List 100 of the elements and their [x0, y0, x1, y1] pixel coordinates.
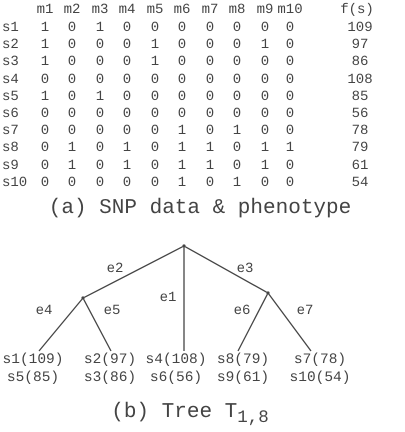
column-header: m4 [118, 2, 136, 18]
table-cell: 0 [206, 20, 214, 36]
table-cell: 0 [178, 106, 186, 122]
table-cell: 0 [286, 174, 294, 191]
edge-label: e3 [236, 261, 254, 277]
table-cell: 0 [286, 158, 294, 174]
row-label: s7 [2, 123, 19, 140]
table-cell: 0 [232, 20, 242, 36]
table-cell: 0 [206, 54, 214, 70]
table-cell: 0 [150, 72, 160, 88]
leaf-label: s10(54) [290, 369, 350, 387]
table-cell: 97 [352, 37, 368, 54]
tree-branch [237, 294, 268, 352]
table-cell: 0 [96, 106, 104, 122]
edge-label: e2 [106, 261, 124, 277]
column-header: f(s) [340, 2, 374, 18]
table-cell: 0 [232, 54, 242, 70]
table-cell: 1 [232, 123, 242, 140]
table-cell: 0 [68, 123, 76, 140]
column-header: m3 [92, 2, 108, 18]
table-cell: 1 [40, 37, 50, 54]
column-header: m1 [36, 2, 54, 18]
table-cell: 0 [122, 174, 132, 191]
table-cell: 108 [347, 72, 373, 88]
table-cell: 0 [178, 20, 186, 36]
table-cell: 0 [68, 20, 76, 36]
table-cell: 0 [40, 158, 50, 174]
leaf-label: s6(56) [150, 369, 202, 387]
table-cell: 1 [68, 140, 76, 156]
table-cell: 0 [40, 174, 50, 191]
table-cell: 1 [178, 123, 186, 140]
table-cell: 0 [260, 54, 270, 70]
table-cell: 0 [260, 106, 270, 122]
column-header: m7 [202, 2, 218, 18]
table-cell: 0 [122, 123, 132, 140]
table-cell: 1 [122, 140, 132, 156]
table-cell: 0 [178, 37, 186, 54]
table-cell: 0 [96, 140, 104, 156]
table-cell: 0 [150, 140, 160, 156]
table-cell: 0 [122, 37, 132, 54]
table-cell: 0 [260, 88, 270, 105]
table-cell: 1 [206, 140, 214, 156]
table-cell: 0 [96, 123, 104, 140]
table-cell: 1 [178, 140, 186, 156]
edge-label: e4 [36, 303, 52, 319]
table-cell: 1 [178, 174, 186, 191]
edge-label: e1 [160, 290, 176, 306]
table-cell: 0 [68, 106, 76, 122]
row-label: s5 [2, 88, 19, 105]
leaf-label: s5(85) [6, 369, 60, 387]
leaf-label: s4(108) [146, 351, 206, 369]
leaf-label: s7(78) [294, 351, 346, 369]
column-header: m5 [146, 2, 164, 18]
table-cell: 0 [232, 37, 242, 54]
edge-label: e5 [104, 303, 120, 319]
table-cell: 0 [40, 106, 50, 122]
tree-branch [268, 294, 312, 352]
table-cell: 1 [68, 158, 76, 174]
table-cell: 0 [232, 88, 242, 105]
tree-branch [84, 246, 183, 298]
table-cell: 56 [352, 106, 368, 122]
table-cell: 0 [122, 106, 132, 122]
table-cell: 86 [352, 54, 368, 70]
table-cell: 1 [150, 54, 160, 70]
table-cell: 1 [260, 37, 270, 54]
table-cell: 1 [40, 88, 50, 105]
table-cell: 0 [286, 106, 294, 122]
table-cell: 1 [96, 88, 104, 105]
table-cell: 0 [96, 72, 104, 88]
table-cell: 0 [150, 106, 160, 122]
column-header: m2 [64, 2, 80, 18]
table-cell: 0 [286, 54, 294, 70]
figure-caption: (a) SNP data & phenotype [48, 197, 352, 221]
table-cell: 0 [286, 37, 294, 54]
table-cell: 0 [206, 72, 214, 88]
table-cell: 0 [178, 72, 186, 88]
table-cell: 1 [40, 20, 50, 36]
branch-point [81, 296, 85, 300]
table-cell: 0 [122, 20, 132, 36]
table-cell: 0 [68, 72, 76, 88]
table-cell: 1 [286, 140, 294, 156]
table-cell: 78 [352, 123, 368, 140]
table-cell: 0 [206, 174, 214, 191]
leaf-label: s3(86) [84, 369, 136, 387]
leaf-label: s2(97) [84, 351, 136, 369]
row-label: s6 [2, 106, 19, 122]
table-cell: 0 [260, 174, 270, 191]
table-cell: 0 [68, 88, 76, 105]
table-cell: 0 [150, 123, 160, 140]
branch-point [266, 291, 270, 295]
table-cell: 0 [232, 158, 242, 174]
tree-branch [183, 248, 185, 351]
table-cell: 1 [40, 54, 50, 70]
table-cell: 0 [150, 174, 160, 191]
table-cell: 0 [260, 20, 270, 36]
table-cell: 0 [260, 72, 270, 88]
table-cell: 0 [40, 72, 50, 88]
table-cell: 0 [206, 88, 214, 105]
column-header: m9 [256, 2, 274, 18]
table-cell: 0 [232, 106, 242, 122]
